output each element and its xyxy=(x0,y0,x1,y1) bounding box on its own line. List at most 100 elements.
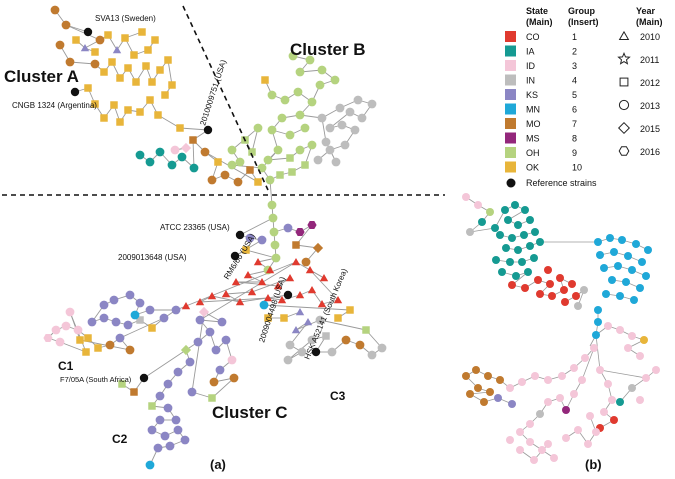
insert-isolate-node xyxy=(536,290,544,298)
insert-isolate-node xyxy=(574,426,582,434)
isolate-node xyxy=(87,317,97,327)
isolate-node xyxy=(135,150,145,160)
isolate-node xyxy=(65,307,75,317)
isolate-node xyxy=(116,74,124,82)
insert-isolate-node xyxy=(538,446,546,454)
network-edge xyxy=(469,227,496,233)
insert-isolate-node xyxy=(610,416,618,424)
cluster-c-label: Cluster C xyxy=(212,403,288,422)
isolate-node xyxy=(285,340,295,350)
network-edge xyxy=(263,304,351,311)
isolate-node xyxy=(350,125,360,135)
isolate-node xyxy=(187,387,197,397)
isolate-node xyxy=(155,147,165,157)
isolate-node xyxy=(130,51,138,59)
insert-isolate-node xyxy=(592,331,600,339)
insert-isolate-node xyxy=(608,396,616,404)
insert-isolate-node xyxy=(530,456,538,464)
legend-group-3: 3 xyxy=(572,61,577,71)
isolate-node xyxy=(112,46,122,54)
isolate-node xyxy=(259,300,269,310)
isolate-node xyxy=(176,124,184,132)
insert-isolate-node xyxy=(516,428,524,436)
network-edge xyxy=(245,249,277,259)
isolate-node xyxy=(264,314,272,322)
insert-isolate-node xyxy=(616,326,624,334)
isolate-node xyxy=(265,175,275,185)
insert-isolate-node xyxy=(544,266,552,274)
legend-state-oh: OH xyxy=(526,148,540,158)
isolate-node xyxy=(104,31,112,39)
network-edge xyxy=(211,295,241,303)
isolate-node xyxy=(55,337,65,347)
isolate-node xyxy=(136,316,144,324)
isolate-node xyxy=(253,123,263,133)
ref-label-2010009751: 2010009751 (USA) xyxy=(198,58,228,126)
isolate-node xyxy=(317,113,327,123)
insert-isolate-node xyxy=(558,372,566,380)
isolate-node xyxy=(297,347,307,357)
network-edge xyxy=(199,261,297,321)
insert-isolate-node xyxy=(638,258,646,266)
isolate-node xyxy=(333,296,343,304)
isolate-node xyxy=(214,158,222,166)
isolate-node xyxy=(283,355,293,365)
insert-isolate-node xyxy=(594,306,602,314)
insert-isolate-node xyxy=(501,206,509,214)
insert-isolate-node xyxy=(544,440,552,448)
insert-isolate-node xyxy=(642,272,650,280)
network-edge xyxy=(179,127,209,131)
isolate-node xyxy=(227,145,237,155)
network-edge xyxy=(251,277,291,293)
isolate-node xyxy=(353,95,363,105)
isolate-node xyxy=(124,106,132,114)
isolate-node xyxy=(322,332,330,340)
ref-label-2009013648: 2009013648 (USA) xyxy=(118,253,187,262)
insert-isolate-node xyxy=(530,254,538,262)
legend-group-6: 6 xyxy=(572,105,577,115)
isolate-node xyxy=(144,46,152,54)
legend-year-2015: 2015 xyxy=(640,124,660,134)
isolate-node xyxy=(257,235,267,245)
insert-isolate-node xyxy=(480,398,488,406)
isolate-node xyxy=(327,347,337,357)
insert-isolate-node xyxy=(632,240,640,248)
legend-year-2012: 2012 xyxy=(640,78,660,88)
legend-swatch-id xyxy=(505,60,516,71)
isolate-node xyxy=(330,75,340,85)
subcluster-c2-label: C2 xyxy=(112,432,128,446)
isolate-node xyxy=(130,310,140,320)
isolate-node xyxy=(357,113,367,123)
isolate-node xyxy=(50,5,60,15)
insert-isolate-node xyxy=(628,384,636,392)
isolate-node xyxy=(280,314,288,322)
legend-group-1: 1 xyxy=(572,32,577,42)
insert-isolate-node xyxy=(642,374,650,382)
insert-isolate-node xyxy=(514,221,522,229)
insert-isolate-node xyxy=(534,276,542,284)
isolate-node xyxy=(118,380,126,388)
insert-isolate-node xyxy=(586,412,594,420)
isolate-node xyxy=(317,65,327,75)
isolate-node xyxy=(211,345,221,355)
isolate-node xyxy=(293,87,303,97)
insert-isolate-node xyxy=(574,302,582,310)
insert-isolate-node xyxy=(496,376,504,384)
reference-strain-node xyxy=(283,290,293,300)
network-edge xyxy=(309,269,339,301)
isolate-node xyxy=(136,108,144,116)
legend-swatch-in xyxy=(505,74,516,86)
network-edge xyxy=(239,294,289,303)
legend-state-mn: MN xyxy=(526,105,540,115)
ref-label-cngb1324: CNGB 1324 (Argentina) xyxy=(12,101,97,110)
insert-isolate-node xyxy=(492,256,500,264)
isolate-node xyxy=(193,337,203,347)
isolate-node xyxy=(99,313,109,323)
isolate-node xyxy=(319,274,329,282)
isolate-node xyxy=(180,344,192,356)
ref-label-atcc23365: ATCC 23365 (USA) xyxy=(160,223,230,232)
insert-isolate-node xyxy=(562,406,570,414)
insert-isolate-node xyxy=(512,272,520,280)
insert-isolate-node xyxy=(590,344,598,352)
isolate-node xyxy=(288,51,298,61)
